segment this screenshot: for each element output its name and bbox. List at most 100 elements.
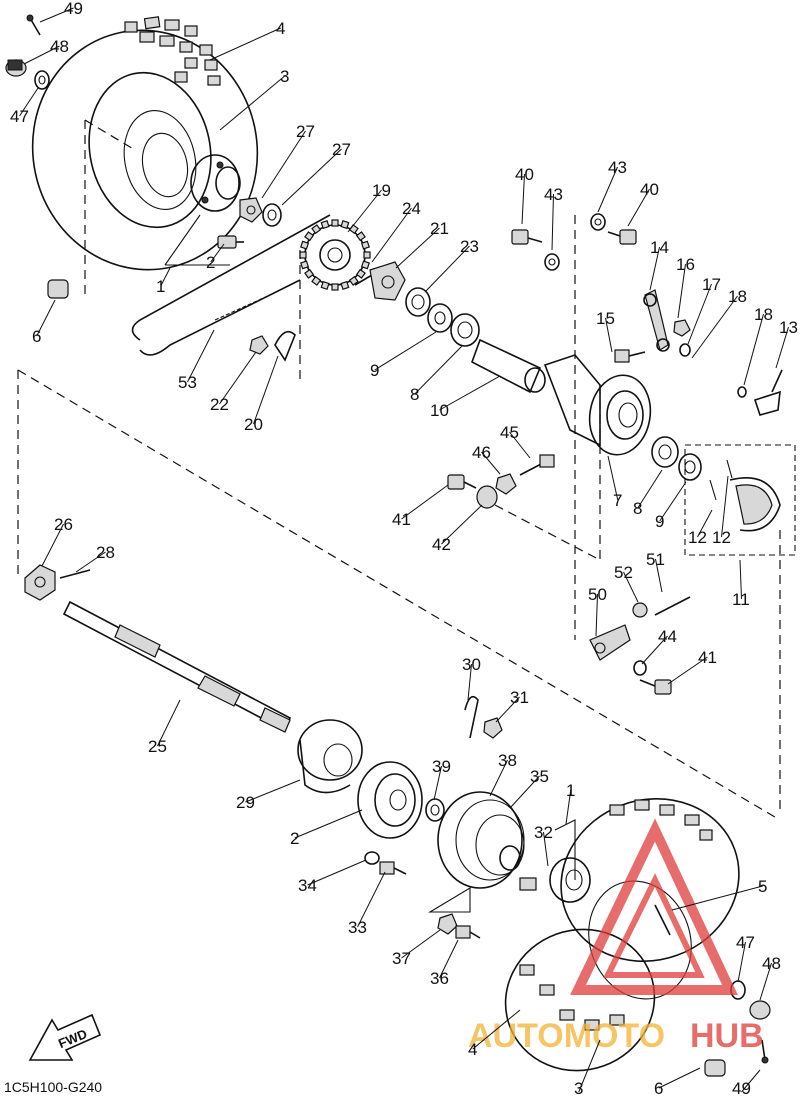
callout-leader [649, 246, 660, 291]
callout-label-21: 21 [430, 219, 449, 238]
brake-cover-35 [437, 791, 525, 889]
callout-leader [658, 1067, 701, 1089]
callout-leader [677, 263, 686, 319]
bolt-49-lower [761, 1039, 769, 1064]
washer-47-upper [34, 70, 50, 90]
callout-label-18: 18 [754, 305, 773, 324]
callout-label-35: 35 [530, 767, 549, 786]
callout-label-3: 3 [280, 67, 289, 86]
bolt-33 [379, 861, 407, 875]
flange-26 [24, 564, 56, 601]
nut-46 [495, 473, 517, 495]
callout-label-18: 18 [728, 287, 747, 306]
bolt-49-upper [26, 14, 41, 36]
callout-leader [743, 313, 764, 386]
callout-label-49: 49 [732, 1079, 751, 1098]
callout-leader [401, 929, 441, 959]
callout-leader [433, 765, 442, 801]
callout-leader [307, 859, 367, 886]
callout-leader [597, 166, 618, 213]
callout-label-31: 31 [510, 688, 529, 707]
callout-leader [41, 523, 64, 567]
automotohub-watermark: AUTOMOTO HUB [468, 818, 764, 1055]
callout-label-2: 2 [290, 829, 299, 848]
hub-29 [297, 719, 363, 794]
callout-leader [467, 663, 472, 701]
callout-leader [691, 295, 738, 359]
callout-leader [439, 375, 501, 411]
callout-leader [659, 481, 687, 522]
seal-9-lower [678, 453, 702, 481]
cap-6-lower [704, 1059, 726, 1077]
callout-label-26: 26 [54, 515, 73, 534]
callout-label-40: 40 [640, 180, 659, 199]
callout-leader [607, 455, 619, 501]
callout-leader [741, 1069, 761, 1093]
callout-label-41: 41 [698, 648, 717, 667]
collar-42 [476, 485, 498, 509]
callout-labels: 4948474327272161924212340434340141617181… [10, 0, 798, 1098]
callout-leader [424, 245, 470, 293]
callout-label-53: 53 [178, 373, 197, 392]
callout-label-48: 48 [762, 954, 781, 973]
callout-leader [294, 809, 363, 839]
bolt-28 [59, 569, 91, 579]
washer-43-right [590, 213, 606, 231]
callout-leader [687, 283, 712, 345]
callout-label-36: 36 [430, 969, 449, 988]
callout-label-17: 17 [702, 275, 721, 294]
nut-37 [437, 913, 458, 935]
fwd-arrow: FWD [28, 1013, 102, 1061]
nut-22 [249, 335, 269, 355]
callout-label-38: 38 [498, 751, 517, 770]
callout-label-8: 8 [633, 499, 642, 518]
callout-label-13: 13 [779, 318, 798, 337]
callout-leader [623, 571, 639, 603]
callout-leader [187, 329, 215, 383]
watermark-text-1: AUTOMOTO [468, 1017, 665, 1055]
callout-leader [739, 559, 742, 600]
bolt-51 [654, 596, 691, 616]
callout-leader [489, 759, 508, 797]
callout-leader [253, 355, 279, 425]
nut-52 [632, 602, 648, 618]
callout-leader [655, 558, 663, 593]
nut-31 [483, 717, 503, 739]
disc-32 [357, 761, 423, 839]
callout-label-23: 23 [460, 237, 479, 256]
camshaft-13 [753, 369, 783, 416]
nut-27-b [262, 203, 282, 227]
seal-9-upper [427, 303, 453, 333]
callout-leader [543, 831, 549, 867]
bolt-15 [614, 349, 646, 363]
callout-label-24: 24 [402, 199, 421, 218]
sprocket-hub-21 [369, 261, 406, 301]
callout-label-11: 11 [732, 590, 750, 609]
callout-leader [697, 509, 713, 538]
callout-leader [578, 1039, 601, 1093]
callout-label-42: 42 [432, 535, 451, 554]
callout-leader [495, 696, 520, 723]
callout-leader [509, 775, 540, 809]
callout-leader [219, 351, 257, 405]
callout-leader [671, 885, 763, 911]
callout-label-34: 34 [298, 876, 317, 895]
callout-leader [160, 267, 171, 287]
callout-label-46: 46 [472, 443, 491, 462]
callout-label-44: 44 [658, 627, 677, 646]
callout-leader [551, 193, 554, 251]
callout-leader [641, 635, 668, 665]
assembly-lines [17, 119, 796, 913]
oring-18 [737, 386, 747, 398]
callout-leader [472, 1009, 521, 1050]
callout-label-28: 28 [96, 543, 115, 562]
callout-label-47: 47 [10, 107, 29, 126]
callout-leader [595, 593, 598, 637]
callout-label-6: 6 [654, 1079, 663, 1098]
callout-label-4: 4 [276, 19, 285, 38]
callout-label-20: 20 [244, 415, 263, 434]
stud-2-upper [217, 235, 244, 249]
callout-label-25: 25 [148, 737, 167, 756]
callout-leader [667, 656, 708, 685]
